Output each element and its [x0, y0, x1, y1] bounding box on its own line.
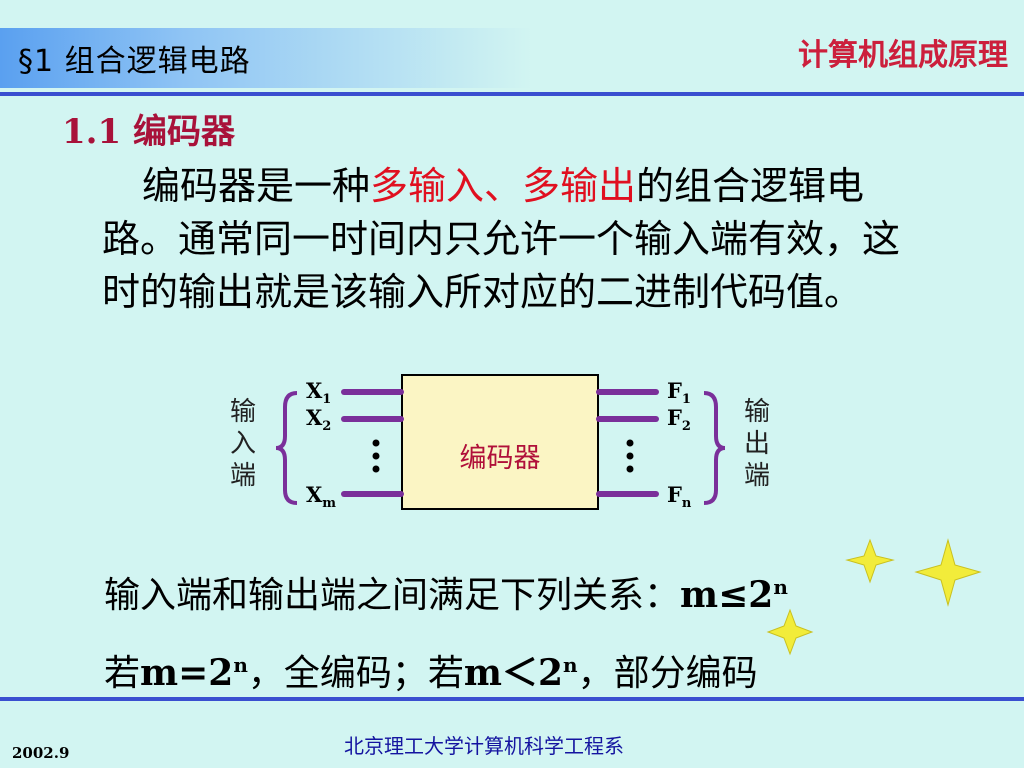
- signal-subscript: 2: [322, 419, 332, 435]
- description-highlight: 多输入、多输出: [370, 164, 637, 208]
- output-fn-label: Fn: [667, 482, 691, 511]
- signal-base: X: [306, 378, 323, 403]
- input-side-label: 输入端: [229, 397, 256, 491]
- output-ellipsis-dot: [626, 465, 634, 473]
- cases-math-full: m=2n: [140, 652, 248, 694]
- signal-base: F: [667, 405, 682, 430]
- relation-math-base: m≤2: [680, 574, 774, 616]
- star-decoration: [766, 608, 814, 656]
- output-f1-label: F1: [667, 378, 691, 407]
- relation-math-exponent: n: [773, 575, 788, 599]
- header-divider: [0, 92, 1024, 96]
- course-title: 计算机组成原理: [798, 38, 1008, 73]
- output-ellipsis-dot: [626, 452, 634, 460]
- input-brace: [275, 391, 298, 505]
- cases-math-base: m=2: [140, 652, 234, 694]
- input-xm-label: Xm: [306, 482, 336, 511]
- description-text-2: 的组合逻辑电路。通常同一时间内只允许一个输入端有效，这时的输出就是该输入所对应的…: [102, 164, 901, 314]
- signal-subscript: m: [322, 496, 337, 512]
- output-ellipsis-dot: [626, 439, 634, 447]
- output-brace: [703, 391, 726, 505]
- encoder-box-label: 编码器: [459, 443, 541, 474]
- cases-math-exponent: n: [233, 653, 248, 677]
- description-text-1: 编码器是一种: [142, 164, 371, 208]
- signal-subscript: 1: [681, 392, 691, 408]
- footer-date: 2002.9: [12, 744, 70, 762]
- cases-text: ，全编码；若: [247, 653, 464, 694]
- input-ellipsis-dot: [372, 439, 380, 447]
- slide-subtitle: 1.1 编码器: [62, 112, 235, 152]
- star-decoration: [845, 538, 895, 584]
- signal-subscript: n: [681, 496, 692, 512]
- signal-subscript: 1: [322, 392, 332, 408]
- io-relation: 输入端和输出端之间满足下列关系：m≤2n: [104, 566, 788, 618]
- relation-math: m≤2n: [680, 574, 788, 616]
- cases-math-base: m＜2: [463, 652, 564, 694]
- output-f2-label: F2: [667, 405, 691, 434]
- input-x1-label: X1: [306, 378, 331, 407]
- footer-divider: [0, 697, 1024, 701]
- input-ellipsis-dot: [372, 465, 380, 473]
- star-decoration: [914, 538, 982, 607]
- header-bar: [0, 28, 1024, 88]
- cases-math-partial: m＜2n: [464, 652, 578, 694]
- signal-base: X: [306, 405, 323, 430]
- encoder-description: 编码器是一种多输入、多输出的组合逻辑电路。通常同一时间内只允许一个输入端有效，这…: [102, 160, 932, 319]
- footer-department: 北京理工大学计算机科学工程系: [344, 734, 624, 758]
- input-x2-label: X2: [306, 405, 331, 434]
- cases-text: ，部分编码: [577, 653, 758, 694]
- decorative-stars: [766, 538, 982, 656]
- cases-math-exponent: n: [563, 653, 578, 677]
- encoder-box: [401, 374, 599, 510]
- cases-text: 若: [104, 653, 141, 694]
- input-ellipsis-dot: [372, 452, 380, 460]
- signal-base: F: [667, 378, 682, 403]
- section-title: §1 组合逻辑电路: [18, 44, 251, 79]
- relation-text: 输入端和输出端之间满足下列关系：: [104, 575, 681, 616]
- signal-subscript: 2: [681, 419, 691, 435]
- signal-base: F: [667, 482, 682, 507]
- encoding-cases: 若m=2n，全编码；若m＜2n，部分编码: [104, 644, 758, 696]
- signal-base: X: [306, 482, 323, 507]
- output-side-label: 输出端: [743, 397, 770, 491]
